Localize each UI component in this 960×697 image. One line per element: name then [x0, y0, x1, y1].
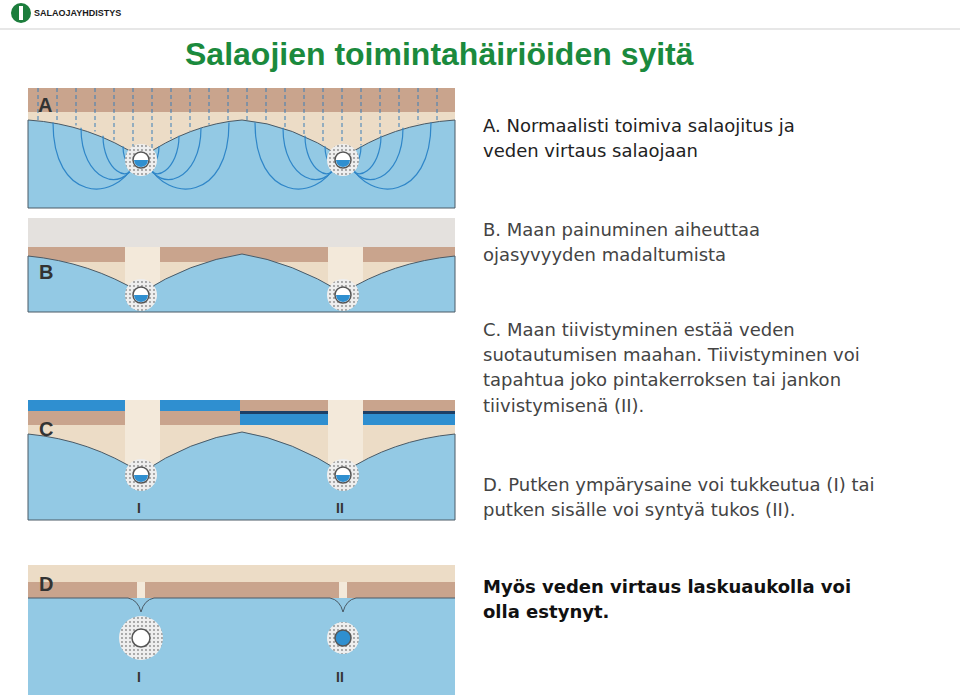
callout-number: II	[336, 668, 344, 688]
panel-d	[28, 565, 455, 695]
panel-letter: C	[39, 415, 53, 443]
flow-line	[283, 128, 336, 180]
infiltration-line	[323, 88, 324, 144]
callout-number: I	[137, 499, 141, 519]
infiltration-line	[399, 88, 400, 128]
logo-text: SALAOJAYHDISTYS	[34, 7, 121, 20]
pipe-envelope	[125, 279, 157, 311]
header-rule	[0, 29, 960, 30]
flow-line	[350, 128, 403, 180]
panel-b	[28, 218, 455, 312]
infiltration-line	[190, 88, 191, 130]
pipe-envelope	[327, 279, 359, 311]
infiltration-line	[304, 88, 305, 134]
drain-pipe	[133, 287, 149, 303]
description-text: A. Normaalisti toimiva salaojitus ja ved…	[483, 113, 843, 163]
infiltration-line	[418, 88, 419, 123]
drain-pipe	[133, 467, 149, 483]
flow-line	[255, 123, 336, 189]
infiltration-line	[209, 88, 210, 125]
panel-c	[28, 400, 455, 520]
infiltration-line	[133, 88, 134, 151]
infiltration-line	[285, 88, 286, 127]
infiltration-line	[266, 88, 267, 123]
infiltration-line	[76, 88, 77, 125]
infiltration-line	[114, 88, 115, 140]
slide-title: Salaojien toimintahäiriöiden syitä	[185, 36, 694, 73]
infiltration-line	[361, 88, 362, 145]
callout-number: II	[336, 499, 344, 519]
pipe-water	[134, 475, 148, 482]
pipe-envelope	[327, 459, 359, 491]
logo-mark	[11, 3, 31, 23]
flow-line	[350, 123, 431, 189]
infiltration-line	[171, 88, 172, 139]
flow-line	[53, 123, 134, 189]
logo-mark	[19, 6, 23, 20]
panel-letter: A	[38, 91, 52, 119]
drain-pipe	[335, 467, 351, 483]
note-text: Myös veden virtaus laskuaukolla voi olla…	[483, 574, 893, 624]
flow-line	[81, 128, 134, 180]
drain-pipe	[335, 152, 351, 168]
description-text: D. Putken ympärysaine voi tukkeutua (I) …	[483, 472, 923, 522]
description-text: C. Maan tiivistyminen estää veden suotau…	[483, 317, 903, 418]
pipe-water	[336, 160, 350, 167]
flow-line	[148, 128, 201, 180]
pipe-water	[336, 475, 350, 482]
infiltration-line	[380, 88, 381, 135]
infiltration-line	[437, 88, 438, 121]
infiltration-line	[95, 88, 96, 131]
pipe-water	[336, 295, 350, 302]
infiltration-line	[152, 88, 153, 150]
infiltration-line	[247, 88, 248, 121]
pipe-envelope	[125, 144, 157, 176]
panel-a	[28, 88, 455, 208]
callout-number: I	[137, 668, 141, 688]
pipe-water	[134, 295, 148, 302]
description-text: B. Maan painuminen aiheuttaa ojasyvyyden…	[483, 217, 843, 267]
infiltration-line	[228, 88, 229, 122]
panel-letter: D	[39, 570, 53, 598]
drain-pipe	[335, 287, 351, 303]
pipe-envelope	[327, 144, 359, 176]
flow-line	[148, 123, 229, 189]
panel-letter: B	[39, 258, 53, 286]
pipe-envelope	[125, 459, 157, 491]
drain-pipe	[133, 152, 149, 168]
infiltration-line	[57, 88, 58, 122]
pipe-water	[134, 160, 148, 167]
